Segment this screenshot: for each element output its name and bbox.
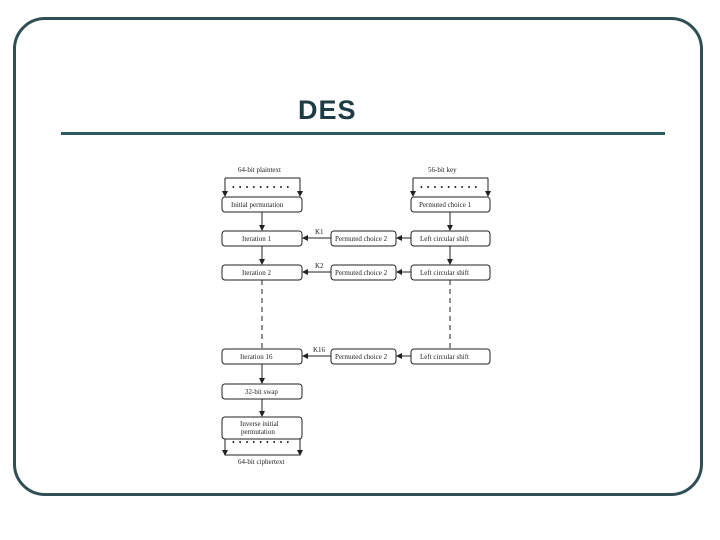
iteration-2-label: Iteration 2 — [242, 269, 271, 277]
ciphertext-dots: • • • • • • • • • — [232, 438, 290, 447]
plaintext-dots: • • • • • • • • • — [232, 183, 290, 192]
iteration-1-label: Iteration 1 — [242, 235, 271, 243]
lcs-2-label: Left circular shift — [420, 269, 469, 277]
initial-permutation-label: Initial permutation — [231, 201, 284, 209]
slide-title: DES — [298, 95, 357, 125]
inverse-ip-label-line1: Inverse initial — [240, 420, 279, 428]
key-label: 56-bit key — [428, 166, 457, 174]
iteration-16-label: Iteration 16 — [240, 353, 273, 361]
pc1-label: Permuted choice 1 — [419, 201, 472, 209]
swap-label: 32-bit swap — [245, 388, 278, 396]
inverse-ip-box — [221, 416, 303, 440]
k16-label: K16 — [313, 346, 326, 354]
pc2-1-label: Permuted choice 2 — [335, 235, 388, 243]
k2-label: K2 — [315, 262, 324, 270]
plaintext-label: 64-bit plaintext — [238, 166, 281, 174]
pc2-2-label: Permuted choice 2 — [335, 269, 388, 277]
k1-label: K1 — [315, 228, 324, 236]
pc2-16-label: Permuted choice 2 — [335, 353, 388, 361]
title-divider — [61, 132, 665, 135]
lcs-1-label: Left circular shift — [420, 235, 469, 243]
lcs-16-label: Left circular shift — [420, 353, 469, 361]
ciphertext-label: 64-bit ciphertext — [238, 458, 285, 466]
slide-frame — [13, 17, 703, 496]
inverse-ip-label-line2: permutation — [241, 428, 275, 436]
key-dots: • • • • • • • • • — [420, 183, 478, 192]
